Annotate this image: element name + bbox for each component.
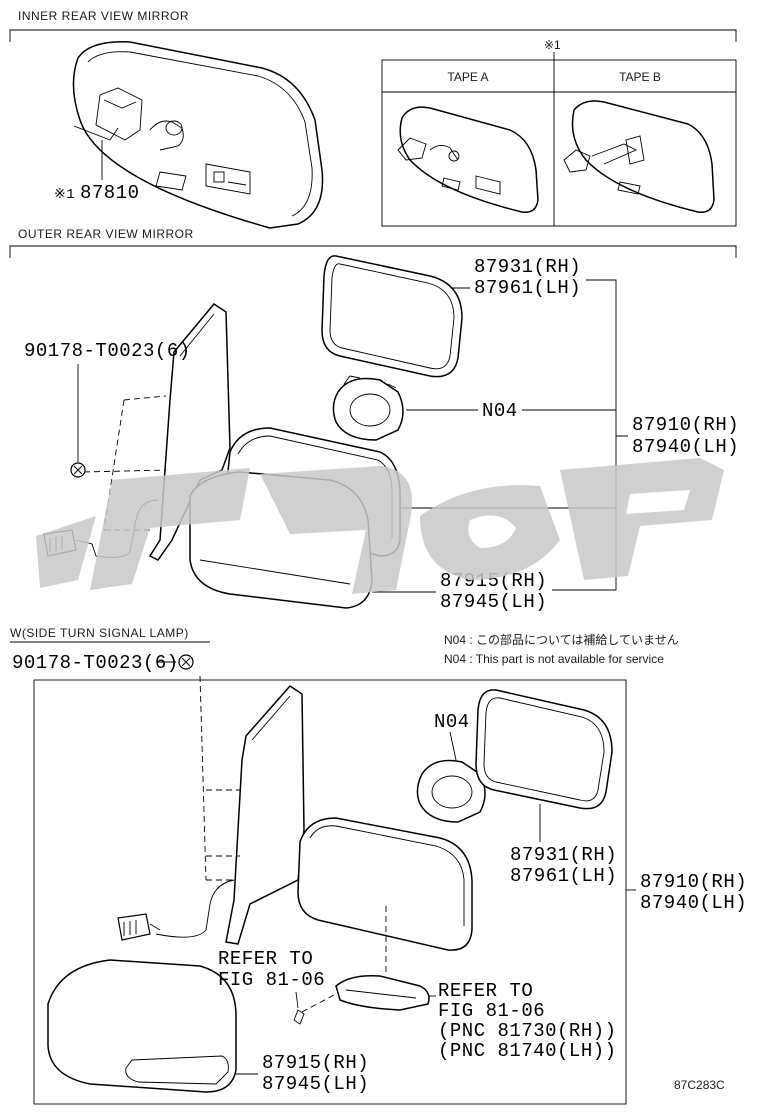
label-lamp-pnc-lh: (PNC 81740(LH))	[438, 1040, 617, 1062]
turn-screw	[178, 654, 194, 670]
turn-mirror-housing	[297, 817, 473, 951]
note-en: N04 : This part is not available for ser…	[444, 652, 664, 666]
label-lamp-refer-line1: REFER TO	[438, 980, 533, 1002]
label-glass-lh: 87961(LH)	[474, 277, 581, 299]
label-lamp-refer-line2: FIG 81-06	[438, 1000, 545, 1022]
label-turn-refer-line1: REFER TO	[218, 948, 313, 970]
label-outer-motor: N04	[482, 400, 518, 422]
leader-turn-motor	[449, 731, 457, 761]
label-outer-cover-lh: 87945(LH)	[440, 591, 547, 613]
turn-mirror-base	[155, 675, 305, 945]
inner-mirror-part-number: 87810	[80, 182, 140, 204]
label-lamp-pnc-rh: (PNC 81730(RH))	[438, 1020, 617, 1042]
note-jp: N04 : この部品については補給していません	[444, 632, 679, 647]
label-outer-screw: 90178-T0023(6)	[24, 340, 191, 362]
turn-lamp-screw	[293, 993, 337, 1025]
leader-outer-assy-bracket	[452, 279, 617, 591]
section-bracket-outer	[9, 245, 737, 258]
outer-mirror-glass	[321, 255, 463, 378]
section-title-inner: INNER REAR VIEW MIRROR	[18, 9, 189, 23]
tape-box-ref-mark: ※1	[544, 38, 561, 52]
label-turn-refer-line2: FIG 81-06	[218, 969, 325, 991]
label-turn-assy-rh: 87910(RH)	[640, 871, 747, 893]
tape-b-mirror-drawing	[563, 100, 715, 213]
label-turn-cover-rh: 87915(RH)	[262, 1052, 369, 1074]
label-outer-assy-rh: 87910(RH)	[632, 414, 739, 436]
label-turn-screw: 90178-T0023(6)	[12, 652, 179, 674]
section-title-outer: OUTER REAR VIEW MIRROR	[18, 227, 194, 241]
turn-mirror-motor	[416, 759, 486, 823]
section-bracket-inner	[9, 29, 737, 42]
inner-ref-mark: ※1	[54, 187, 75, 203]
tape-a-label: TAPE A	[447, 70, 488, 84]
label-turn-glass-lh: 87961(LH)	[510, 865, 617, 887]
leader-turn-refer	[295, 991, 299, 1009]
label-glass-rh: 87931(RH)	[474, 256, 581, 278]
figure-code: 87C283C	[674, 1078, 725, 1092]
outer-screw	[70, 462, 86, 478]
turn-signal-lamp	[335, 974, 430, 1011]
turn-connector	[117, 913, 161, 941]
inner-mirror-drawing	[72, 41, 324, 229]
side-turn-frame	[33, 679, 627, 1105]
turn-mirror-glass	[475, 689, 613, 810]
label-turn-assy-lh: 87940(LH)	[640, 892, 747, 914]
label-outer-assy-lh: 87940(LH)	[632, 436, 739, 458]
tape-box-dividers	[382, 60, 736, 226]
tape-a-mirror-drawing	[397, 106, 539, 213]
brand-logo-watermark	[36, 458, 724, 594]
tape-box-frame	[381, 59, 737, 227]
outer-mirror-motor	[332, 375, 404, 441]
section-title-side-turn: W(SIDE TURN SIGNAL LAMP)	[10, 626, 189, 640]
tape-b-label: TAPE B	[619, 70, 661, 84]
turn-mirror-cover	[47, 959, 237, 1093]
label-turn-cover-lh: 87945(LH)	[262, 1073, 369, 1095]
label-turn-glass-rh: 87931(RH)	[510, 844, 617, 866]
label-turn-motor: N04	[434, 711, 470, 733]
